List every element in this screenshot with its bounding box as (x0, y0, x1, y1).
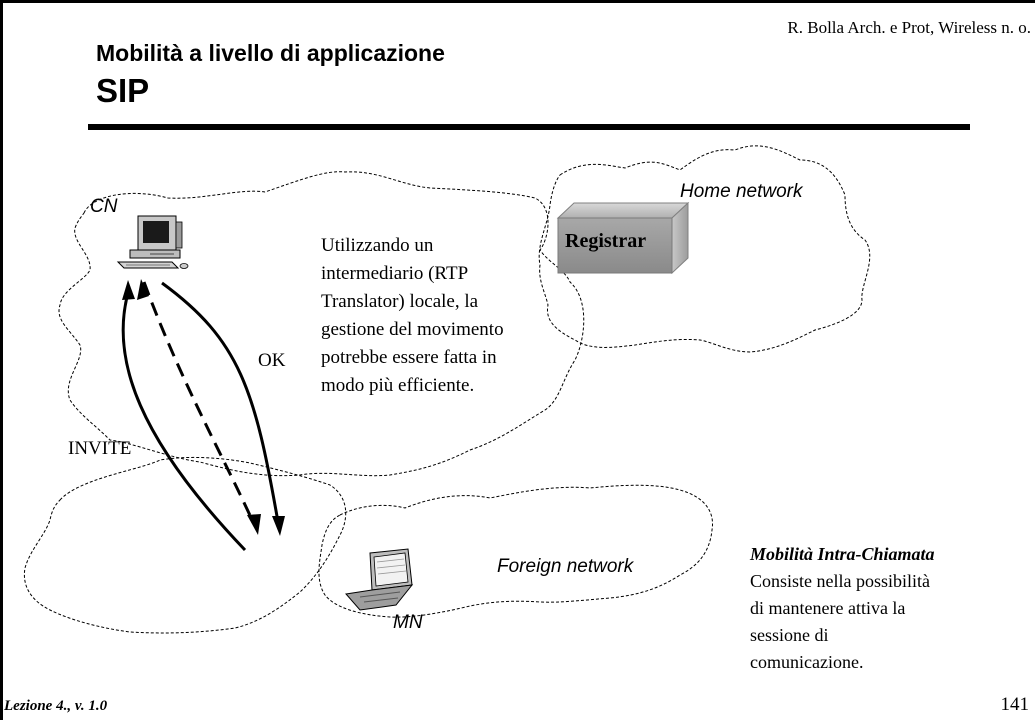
media-dashed-arrowhead-down (247, 514, 261, 535)
side-note-title: Mobilità Intra-Chiamata (750, 544, 935, 564)
page-number: 141 (1000, 694, 1030, 715)
slide-title: Mobilità a livello di applicazione (96, 40, 445, 66)
invite-arrowhead (122, 280, 135, 300)
description-line: Translator) locale, la (321, 291, 479, 312)
registrar-server-box (556, 201, 690, 275)
description-line: potrebbe essere fatta in (321, 347, 497, 368)
cn-network-cloud (58, 171, 585, 477)
slide-subtitle: SIP (96, 72, 150, 109)
description-line: Utilizzando un (321, 235, 434, 256)
mn-label: MN (393, 612, 423, 633)
description-line: gestione del movimento (321, 319, 504, 340)
side-note-line: Consiste nella possibilità (750, 571, 930, 591)
diagram-description: Utilizzando un intermediario (RTP Transl… (321, 232, 504, 400)
ok-label: OK (258, 350, 286, 371)
foreign-network-cloud (318, 484, 714, 618)
ok-arrowhead (272, 516, 285, 536)
foreign-network-label: Foreign network (497, 556, 634, 577)
registrar-label: Registrar (565, 230, 647, 252)
home-network-label: Home network (680, 181, 803, 202)
side-note-line: di mantenere attiva la (750, 598, 906, 618)
laptop-computer-icon (345, 548, 414, 611)
media-dashed-arrow (142, 281, 255, 523)
lesson-footer: Lezione 4., v. 1.0 (4, 698, 108, 714)
ok-arrow (161, 281, 280, 523)
slide-border-left (0, 0, 3, 720)
mn-side-cloud (23, 456, 347, 634)
side-note-line: comunicazione. (750, 652, 864, 672)
invite-label: INVITE (68, 438, 132, 459)
media-dashed-arrowhead-up (137, 279, 149, 300)
side-note: Mobilità Intra-Chiamata Consiste nella p… (750, 541, 935, 676)
title-rule (88, 124, 970, 130)
description-line: modo più efficiente. (321, 375, 475, 396)
cn-label: CN (90, 196, 118, 217)
course-reference: R. Bolla Arch. e Prot, Wireless n. o. (787, 18, 1031, 37)
slide-border-top (0, 0, 1035, 3)
description-line: intermediario (RTP (321, 263, 469, 284)
home-network-cloud (538, 145, 871, 353)
invite-arrow (121, 292, 247, 552)
side-note-line: sessione di (750, 625, 829, 645)
desktop-computer-icon (116, 215, 189, 269)
